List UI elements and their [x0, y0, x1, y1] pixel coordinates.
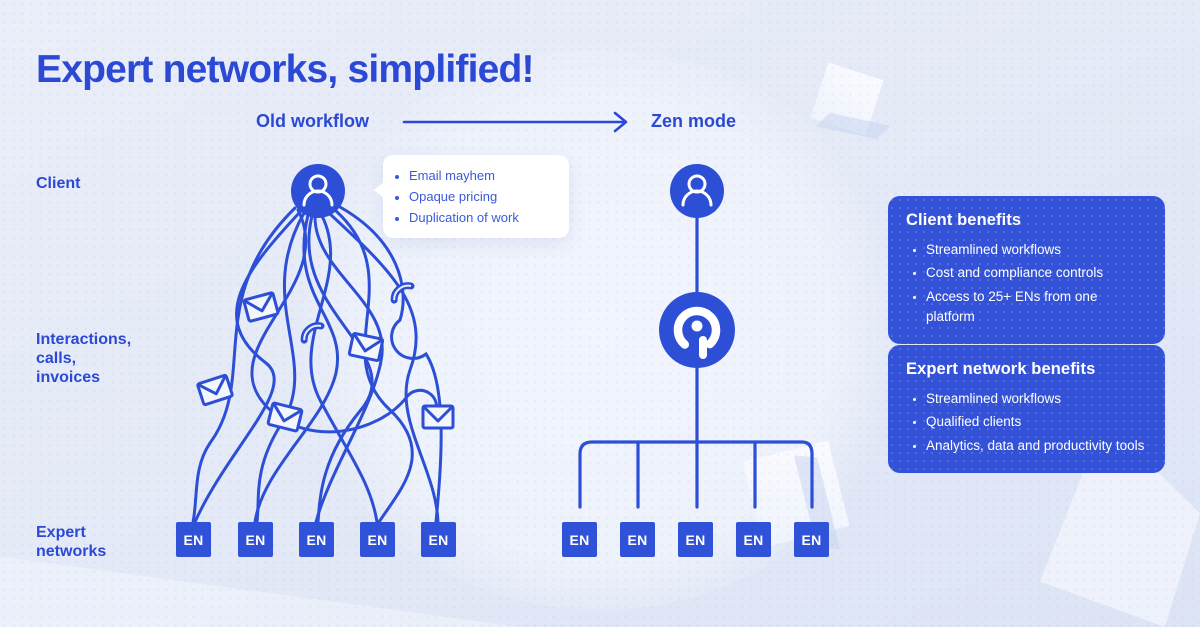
- callout-item: Duplication of work: [409, 207, 557, 228]
- envelope-icon: [266, 401, 304, 433]
- panel-list: Streamlined workflows Qualified clients …: [906, 389, 1147, 456]
- panel-item: Cost and compliance controls: [926, 263, 1147, 283]
- en-box: EN: [176, 522, 211, 557]
- envelope-icon: [196, 373, 234, 407]
- en-box: EN: [620, 522, 655, 557]
- en-box: EN: [736, 522, 771, 557]
- en-box: EN: [360, 522, 395, 557]
- row-label-line: Interactions,: [36, 331, 132, 348]
- old-workflow-diagram: [191, 164, 455, 524]
- expert-network-benefits-panel: Expert network benefits Streamlined work…: [888, 345, 1165, 473]
- zen-platform-logo-icon: [659, 292, 735, 368]
- row-label-interactions: Interactions, calls, invoices: [36, 330, 131, 387]
- en-box: EN: [238, 522, 273, 557]
- zen-mode-diagram: [578, 164, 814, 509]
- envelope-icon: [242, 291, 280, 323]
- callout-item: Email mayhem: [409, 165, 557, 186]
- panel-item: Streamlined workflows: [926, 240, 1147, 260]
- phone-icon: [390, 282, 415, 304]
- panel-item: Access to 25+ ENs from one platform: [926, 287, 1147, 328]
- zen-mode-heading: Zen mode: [651, 111, 737, 131]
- phone-icon: [300, 322, 325, 344]
- row-label-line: calls,: [36, 350, 77, 367]
- en-box: EN: [562, 522, 597, 557]
- en-box: EN: [299, 522, 334, 557]
- envelope-icon: [347, 331, 385, 363]
- tangled-lines: [191, 205, 443, 524]
- row-label-line: invoices: [36, 369, 101, 386]
- client-benefits-panel: Client benefits Streamlined workflows Co…: [888, 196, 1165, 344]
- row-label-expert-networks: Expert networks: [36, 523, 106, 561]
- row-label-line: Expert: [36, 524, 86, 541]
- callout-item: Opaque pricing: [409, 186, 557, 207]
- person-icon: [670, 164, 724, 218]
- panel-title: Client benefits: [906, 211, 1022, 229]
- callout-list: Email mayhem Opaque pricing Duplication …: [391, 165, 557, 228]
- panel-title: Expert network benefits: [906, 360, 1096, 378]
- page-title: Expert networks, simplified!: [36, 48, 535, 92]
- person-icon: [291, 164, 345, 218]
- panel-item: Qualified clients: [926, 412, 1147, 432]
- panel-item: Streamlined workflows: [926, 389, 1147, 409]
- envelope-icon: [421, 404, 455, 430]
- panel-item: Analytics, data and productivity tools: [926, 436, 1147, 456]
- old-workflow-heading: Old workflow: [256, 111, 370, 131]
- row-label-client: Client: [36, 175, 81, 192]
- en-box: EN: [421, 522, 456, 557]
- row-label-line: networks: [36, 543, 107, 560]
- old-workflow-callout: Email mayhem Opaque pricing Duplication …: [374, 155, 569, 238]
- arrow-right-icon: [402, 111, 628, 133]
- panel-list: Streamlined workflows Cost and complianc…: [906, 240, 1147, 327]
- en-box: EN: [794, 522, 829, 557]
- zen-lines: [578, 216, 814, 509]
- en-box: EN: [678, 522, 713, 557]
